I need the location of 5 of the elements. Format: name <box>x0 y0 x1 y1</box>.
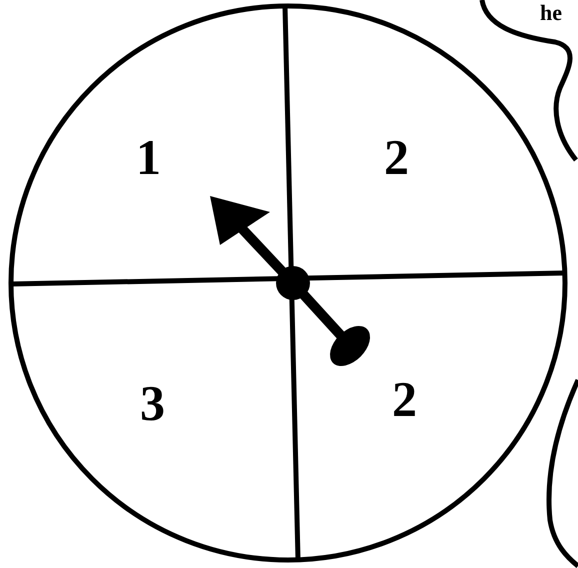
partial-text: he <box>540 2 562 24</box>
sector-number: 2 <box>384 132 409 182</box>
sector-number: 2 <box>392 374 417 424</box>
sector-number: 1 <box>136 132 161 182</box>
sector-number: 3 <box>140 378 165 428</box>
